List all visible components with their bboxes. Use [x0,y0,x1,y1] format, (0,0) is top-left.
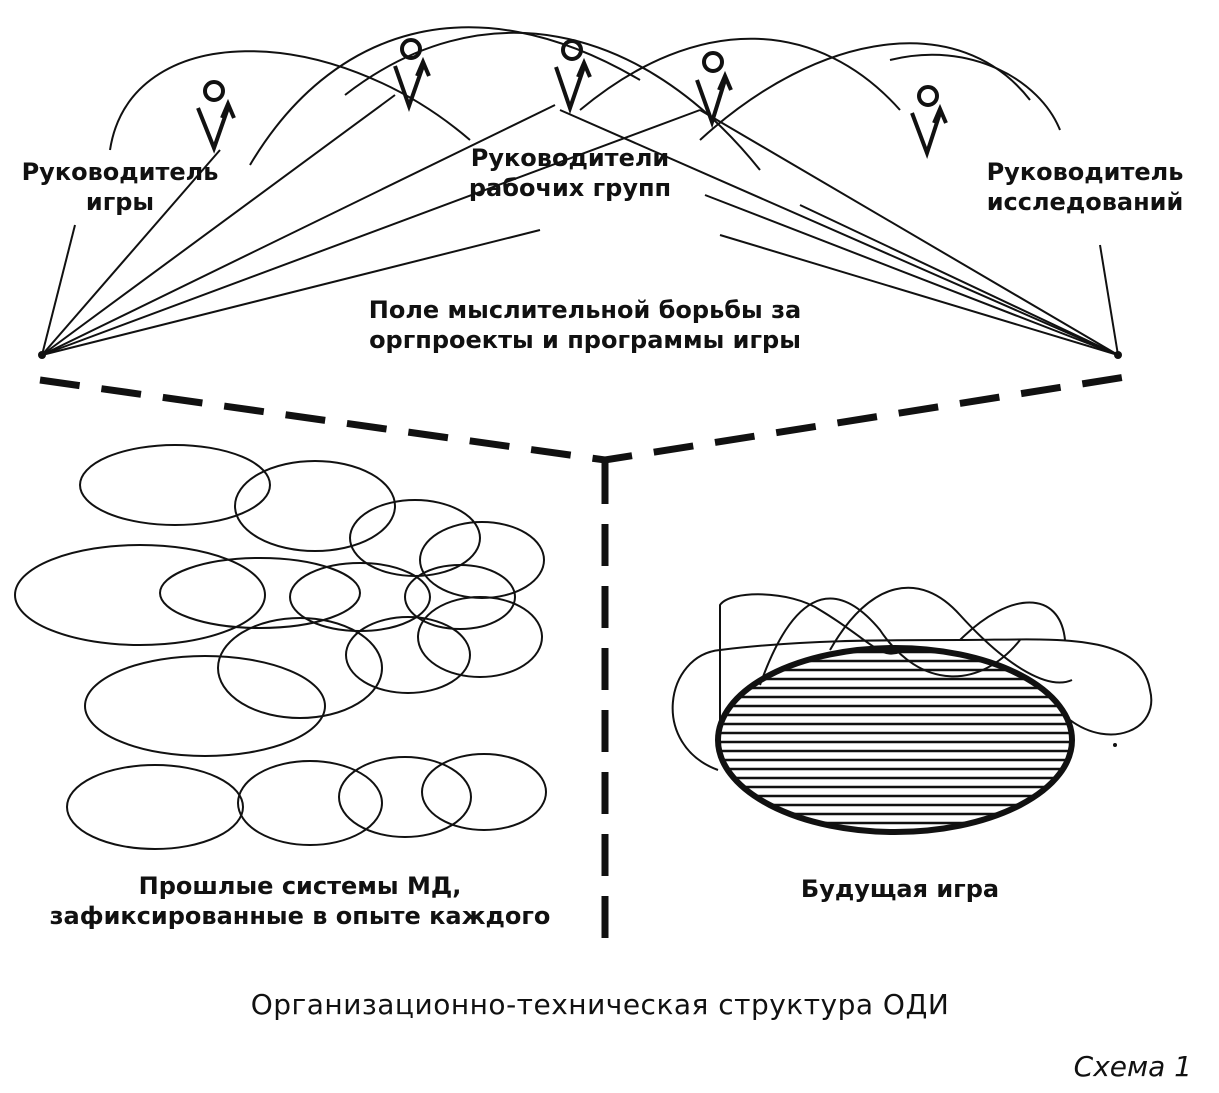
label-thinking-field: Поле мыслительной борьбы за оргпроекты и… [330,295,840,355]
label-thinking-field-line1: Поле мыслительной борьбы за [368,296,802,324]
label-future-game-text: Будущая игра [800,875,1000,903]
past-systems-ellipses [14,444,547,850]
person-icon [695,51,733,129]
diagram-caption-text: Организационно-техническая структура ОДИ [250,988,950,1021]
label-game-leader-line2: игры [85,188,155,216]
label-group-leaders-line2: рабочих групп [468,174,672,202]
connection-arc [699,42,1031,141]
person-icon [910,85,948,160]
label-research-leader: Руководитель исследований [960,157,1210,217]
label-game-leader: Руководитель игры [10,157,230,217]
connection-arc [889,53,1061,131]
label-game-leader-line1: Руководитель [21,158,219,186]
scheme-label: Схема 1 [960,1049,1192,1084]
label-research-leader-line2: исследований [986,188,1184,216]
stray-dot [1113,743,1117,747]
connection-arc [109,50,471,151]
fan-lines-right [559,109,1119,356]
connection-arc [249,26,641,166]
right-vertex-dot [1114,351,1122,359]
future-game-ellipse [715,645,1075,835]
field-boundary [39,371,1139,464]
fan-lines-left [41,94,701,356]
connection-arc [579,37,901,111]
label-past-systems-line1: Прошлые системы МД, [138,872,462,900]
label-future-game: Будущая игра [760,874,1040,904]
label-thinking-field-line2: оргпроекты и программы игры [369,326,801,354]
left-vertex-dot [38,351,46,359]
diagram-caption: Организационно-техническая структура ОДИ [100,987,1100,1022]
label-group-leaders: Руководители рабочих групп [450,143,690,203]
person-icon [393,38,431,113]
person-icon [196,80,236,154]
scheme-label-text: Схема 1 [1073,1050,1192,1083]
label-past-systems-line2: зафиксированные в опыте каждого [49,902,551,930]
label-past-systems: Прошлые системы МД, зафиксированные в оп… [10,871,590,931]
person-icon [554,39,592,115]
label-group-leaders-line1: Руководители [470,144,670,172]
label-research-leader-line1: Руководитель [986,158,1184,186]
